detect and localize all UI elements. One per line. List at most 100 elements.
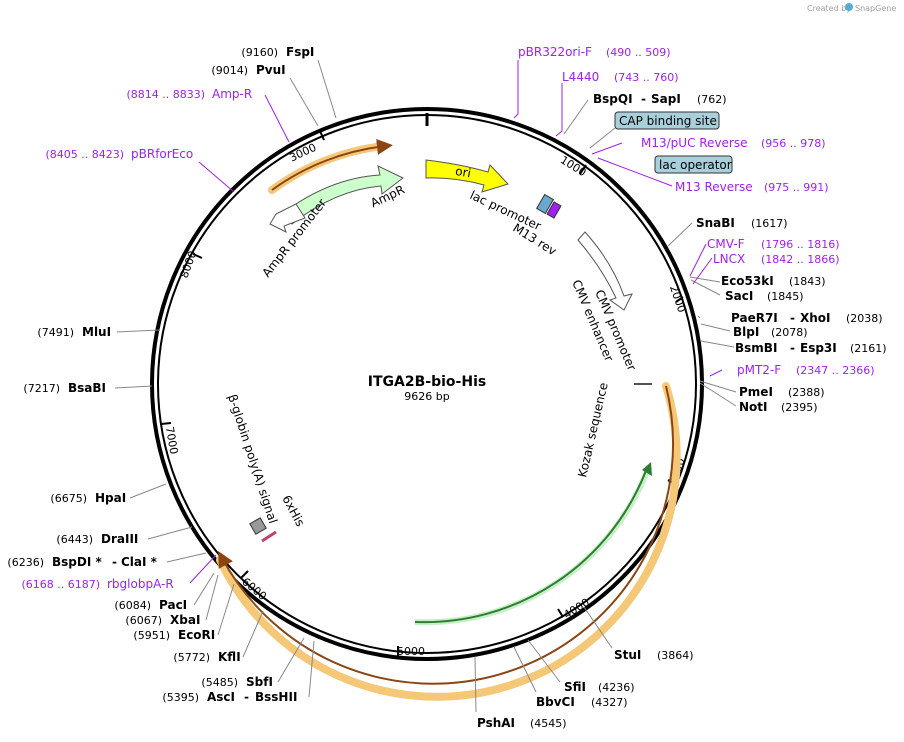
- snapgene-credit: Created by SnapGene: [807, 3, 896, 13]
- site-name: SacI: [725, 289, 753, 303]
- site-name-2: XhoI: [800, 311, 831, 325]
- site-name: SbfI: [246, 675, 273, 689]
- site-name: PvuI: [256, 63, 286, 77]
- site-pos: (7491): [37, 326, 74, 339]
- ampr-feature: [282, 165, 404, 225]
- cap-binding-site-box: CAP binding site: [589, 111, 720, 149]
- site-sep: -: [244, 690, 249, 704]
- site-pos: (4236): [598, 681, 635, 694]
- site-sep: -: [790, 311, 795, 325]
- site-name: EcoRI: [178, 628, 215, 642]
- site-pos: (1617): [751, 217, 788, 230]
- primer-name: pMT2-F: [737, 363, 781, 377]
- site-name: BlpI: [733, 325, 759, 339]
- leader-lines-right: [474, 99, 737, 713]
- primer-name: LNCX: [713, 252, 745, 266]
- primer-name: M13 Reverse: [675, 180, 753, 194]
- site-name: XbaI: [170, 613, 200, 627]
- site-name: HpaI: [95, 491, 126, 505]
- site-pos: (5485): [201, 676, 238, 689]
- primer-pos: (743 .. 760): [614, 71, 679, 84]
- site-name: PaeR7I: [731, 311, 778, 325]
- ori-feature: [425, 159, 509, 193]
- six-his-label: 6xHis: [279, 493, 307, 529]
- site-name: NotI: [739, 400, 768, 414]
- primer-name: Amp-R: [212, 87, 252, 101]
- site-pos: (1843): [789, 275, 826, 288]
- cmv-promoter-feature: [577, 231, 633, 311]
- site-name: PmeI: [739, 385, 773, 399]
- site-pos: (5772): [173, 651, 210, 664]
- site-name: BbvCI: [536, 695, 575, 709]
- site-pos: (6236): [7, 556, 44, 569]
- primer-name: rbglobpA-R: [107, 577, 174, 591]
- site-name: BsmBI: [735, 341, 777, 355]
- tick-8000: 8000: [178, 249, 200, 280]
- site-pos: (2395): [781, 401, 818, 414]
- tick-4000: 4000: [561, 596, 592, 622]
- primer-pos: (1842 .. 1866): [761, 253, 840, 266]
- kozak-label: Kozak sequence: [575, 381, 610, 479]
- site-pos: (9014): [211, 64, 248, 77]
- site-pos: (2078): [771, 326, 808, 339]
- primers: pBR322ori-F (490 .. 509) L4440 (743 .. 7…: [21, 45, 874, 591]
- tick-7000: 7000: [163, 425, 181, 455]
- lac-operator-box: lac operator: [654, 155, 733, 174]
- primer-pos: (2347 .. 2366): [796, 364, 875, 377]
- site-pos: (2038): [846, 312, 883, 325]
- site-name: SfiI: [564, 680, 586, 694]
- site-name: PacI: [159, 598, 187, 612]
- site-pos: (6084): [114, 599, 151, 612]
- site-pos: (762): [697, 93, 727, 106]
- leader-lines-left: [114, 59, 337, 698]
- site-sep: -: [641, 92, 646, 106]
- site-pos: (2161): [850, 342, 887, 355]
- site-sep: -: [112, 555, 117, 569]
- site-pos: (3864): [657, 649, 694, 662]
- primer-pos: (8405 .. 8423): [45, 148, 124, 161]
- site-name: KflI: [218, 650, 241, 664]
- primer-name: pBR322ori-F: [518, 45, 592, 59]
- site-pos: (6443): [56, 533, 93, 546]
- site-name: BsaBI: [68, 381, 106, 395]
- cap-binding-site-label: CAP binding site: [619, 114, 717, 128]
- primer-pos: (490 .. 509): [606, 46, 671, 59]
- site-pos: (7217): [23, 382, 60, 395]
- primer-leaders: [189, 60, 723, 584]
- primer-name: CMV-F: [707, 237, 745, 251]
- primer-pos: (8814 .. 8833): [126, 88, 205, 101]
- ori-label: ori: [454, 164, 472, 180]
- brand-text: SnapGene: [855, 4, 896, 13]
- site-name-2: BssHII: [255, 690, 297, 704]
- primer-pos: (956 .. 978): [761, 137, 826, 150]
- site-name: BspQI: [593, 92, 633, 106]
- site-name: PshAI: [477, 716, 515, 730]
- site-pos: (4545): [530, 717, 567, 730]
- sites-left: (9160) FspI (9014) PvuI (7491) MluI (721…: [7, 45, 314, 704]
- site-name: MluI: [82, 325, 111, 339]
- site-name: SnaBI: [696, 216, 735, 230]
- six-his-feature: [261, 530, 277, 543]
- lac-operator-label: lac operator: [659, 158, 732, 172]
- site-pos: (4327): [591, 696, 628, 709]
- lac-promoter-label: lac promoter: [468, 188, 544, 233]
- site-name-2: ClaI *: [121, 555, 158, 569]
- plasmid-length: 9626 bp: [404, 390, 449, 403]
- site-pos: (2388): [788, 386, 825, 399]
- sites-right: BspQI - SapI (762) SnaBI (1617) Eco53kI …: [477, 92, 887, 730]
- site-name: BspDI *: [52, 555, 102, 569]
- bglobin-feature: [249, 517, 267, 535]
- bglobin-label: β-globin poly(A) signal: [225, 393, 280, 526]
- site-pos: (9160): [241, 46, 278, 59]
- primer-pos: (6168 .. 6187): [21, 578, 100, 591]
- site-pos: (5951): [133, 629, 170, 642]
- site-pos: (6675): [50, 492, 87, 505]
- green-orf-arc: [414, 462, 652, 626]
- credit-text: Created by: [807, 4, 851, 13]
- primer-pos: (1796 .. 1816): [761, 238, 840, 251]
- ampr-promoter-feature: [269, 203, 306, 233]
- site-pos: (5395): [162, 691, 199, 704]
- site-pos: (6067): [125, 614, 162, 627]
- tick-5000: 5000: [397, 645, 425, 658]
